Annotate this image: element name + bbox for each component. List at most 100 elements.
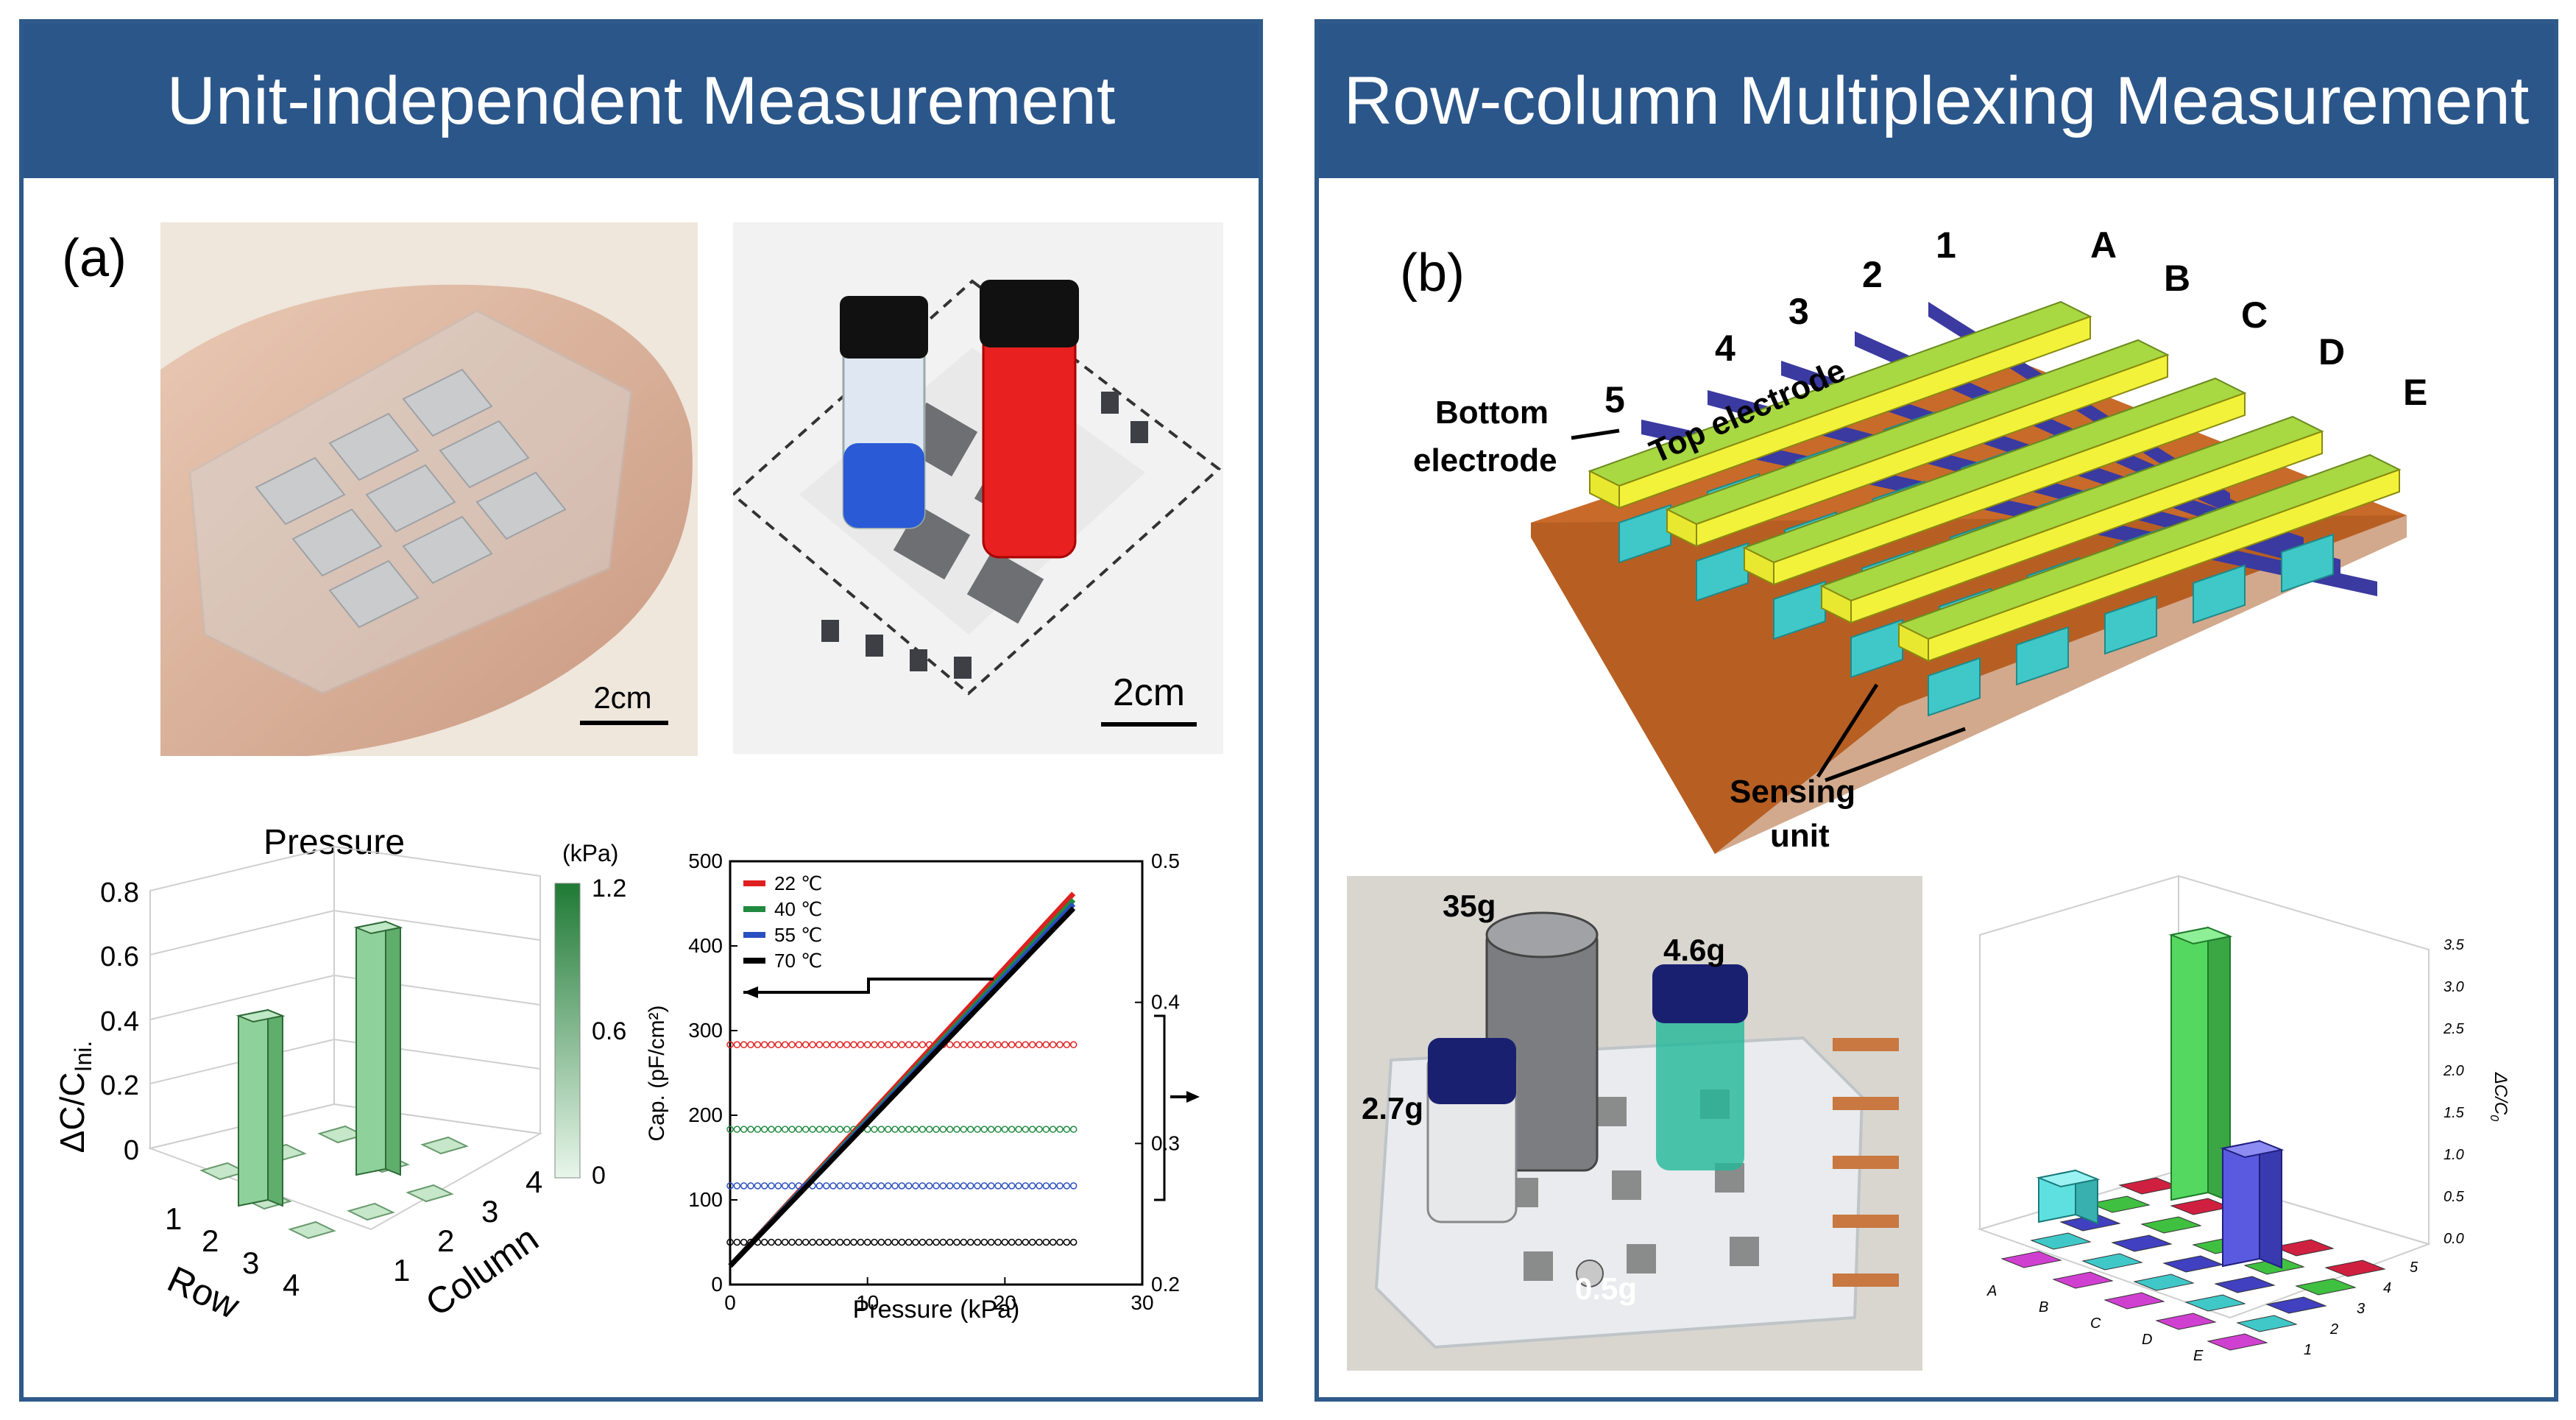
electrode-structure-diagram: A B C D E 1 2 3 4 5 Bottom electrode Top… bbox=[1413, 225, 2427, 854]
cap-ratio-point-0 bbox=[768, 1041, 775, 1048]
bar3d-floor-tile bbox=[2162, 1255, 2224, 1273]
cap-ratio-point-2 bbox=[747, 1182, 754, 1190]
cap-ratio-point-2 bbox=[863, 1182, 871, 1190]
cap-ratio-point-2 bbox=[912, 1182, 919, 1190]
cap-ratio-point-2 bbox=[850, 1182, 857, 1190]
cap-ratio-point-3 bbox=[1069, 1238, 1078, 1246]
cap-ratio-point-1 bbox=[760, 1126, 768, 1133]
cap-ratio-point-0 bbox=[1015, 1041, 1022, 1048]
cap-ratio-point-3 bbox=[863, 1238, 871, 1246]
cap-ratio-point-2 bbox=[905, 1182, 913, 1190]
cap-y2tick-2: 0.4 bbox=[1151, 991, 1180, 1014]
cap-ratio-point-3 bbox=[733, 1238, 741, 1246]
bar3d-floor-tile bbox=[2133, 1274, 2195, 1291]
cap-ratio-point-1 bbox=[891, 1126, 899, 1133]
bar3d-floor-tile bbox=[2000, 1251, 2062, 1268]
bar3d-zlabel: ΔC/C0 bbox=[2488, 1072, 2510, 1121]
photo-weights-sensor: 35g 4.6g 2.7g 0.5g bbox=[1347, 876, 1922, 1371]
bar3d-xtick-3: D bbox=[2142, 1332, 2152, 1348]
cap-ratio-point-1 bbox=[925, 1126, 933, 1133]
cap-ratio-point-1 bbox=[966, 1126, 974, 1133]
bar3d-ytick-3: 4 bbox=[2383, 1280, 2391, 1296]
bar3d-ztick-2: 2.5 bbox=[2443, 1021, 2465, 1037]
bottom-electrode-label-2: electrode bbox=[1413, 442, 1557, 478]
cap-ratio-point-2 bbox=[1001, 1182, 1009, 1190]
colorbar-tick-mid: 0.6 bbox=[592, 1017, 626, 1045]
cap-ratio-point-0 bbox=[953, 1041, 960, 1048]
cap-ratio-point-2 bbox=[925, 1182, 933, 1190]
sensing-cube bbox=[1696, 542, 1749, 602]
pressure-ytick-3: 0.2 bbox=[100, 1070, 139, 1101]
photo-hand-sensor: 2cm bbox=[160, 222, 698, 756]
panel-label-b: (b) bbox=[1400, 244, 1465, 303]
cap-ratio-point-0 bbox=[905, 1041, 913, 1048]
pressure-colorbar bbox=[554, 883, 581, 1179]
cap-ratio-point-1 bbox=[933, 1126, 940, 1133]
cap-ratio-point-0 bbox=[850, 1041, 857, 1048]
cap-ratio-point-0 bbox=[1042, 1041, 1050, 1048]
bar3d-floor-tile bbox=[2118, 1177, 2180, 1195]
cap-ratio-point-0 bbox=[788, 1041, 796, 1048]
cap-ratio-point-1 bbox=[1049, 1126, 1057, 1133]
bar3d-ztick-1: 3.0 bbox=[2444, 979, 2464, 995]
cap-ratio-point-3 bbox=[905, 1238, 913, 1246]
bar3d-ztick-7: 0.0 bbox=[2444, 1231, 2464, 1247]
panel-label-a: (a) bbox=[62, 229, 127, 288]
cap-ratio-point-0 bbox=[960, 1041, 968, 1048]
cap-ratio-point-0 bbox=[898, 1041, 906, 1048]
sensing-cube bbox=[1850, 618, 1903, 679]
cap-ratio-point-1 bbox=[836, 1126, 844, 1133]
cap-ratio-point-2 bbox=[960, 1182, 968, 1190]
bar3d-floor-tile bbox=[2214, 1276, 2276, 1293]
cap-ratio-point-1 bbox=[905, 1126, 913, 1133]
cap-ylabel: Cap. (pF/cm²) bbox=[645, 1005, 669, 1141]
cap-ratio-point-3 bbox=[1049, 1238, 1057, 1246]
sensing-cube bbox=[2016, 626, 2069, 686]
cap-ratio-point-2 bbox=[1049, 1182, 1057, 1190]
cap-ratio-point-2 bbox=[781, 1182, 789, 1190]
pressure-ytick-2: 0.4 bbox=[100, 1006, 139, 1037]
cap-ratio-point-3 bbox=[768, 1238, 775, 1246]
cap-ratio-point-1 bbox=[1008, 1126, 1016, 1133]
cap-ratio-point-1 bbox=[781, 1126, 789, 1133]
cap-ratio-point-1 bbox=[1015, 1126, 1022, 1133]
cap-ratio-point-2 bbox=[1063, 1182, 1071, 1190]
cap-ratio-point-3 bbox=[960, 1238, 968, 1246]
sensing-cube bbox=[1928, 657, 1981, 717]
cap-ratio-point-0 bbox=[1049, 1041, 1057, 1048]
bar3d-tall-green bbox=[2168, 926, 2233, 1203]
cap-ratio-point-0 bbox=[802, 1041, 810, 1048]
col-label-c: C bbox=[2241, 294, 2268, 336]
cap-ratio-point-0 bbox=[760, 1041, 768, 1048]
cap-ratio-point-0 bbox=[980, 1041, 988, 1048]
colorbar-tick-min: 0 bbox=[592, 1162, 606, 1190]
sensing-cube bbox=[2193, 564, 2246, 624]
bar3d-ytick-1: 2 bbox=[2329, 1321, 2338, 1338]
pressure-3d-chart: Pressure ΔC/CIni. 0.8 0.6 0.4 0.2 0 bbox=[54, 823, 626, 1325]
cap-ratio-point-2 bbox=[966, 1182, 974, 1190]
cap-ratio-point-0 bbox=[1056, 1041, 1064, 1048]
bar3d-ztick-3: 2.0 bbox=[2443, 1063, 2464, 1079]
cap-ratio-point-2 bbox=[733, 1182, 741, 1190]
cap-ytick-2: 200 bbox=[688, 1103, 723, 1126]
cap-ratio-point-1 bbox=[754, 1126, 762, 1133]
cap-ytick-1: 100 bbox=[688, 1188, 723, 1211]
cap-ratio-point-0 bbox=[1001, 1041, 1009, 1048]
cap-ratio-point-0 bbox=[857, 1041, 865, 1048]
cap-ratio-point-3 bbox=[822, 1238, 830, 1246]
bar3d-floor-tile bbox=[2273, 1239, 2335, 1257]
cap-ratio-point-1 bbox=[795, 1126, 803, 1133]
cap-ratio-point-2 bbox=[857, 1182, 865, 1190]
cap-ratio-point-2 bbox=[939, 1182, 947, 1190]
cap-ratio-point-2 bbox=[919, 1182, 927, 1190]
weight-label-4-6g: 4.6g bbox=[1663, 933, 1725, 967]
cap-ratio-point-3 bbox=[877, 1238, 885, 1246]
cap-ytick-0: 0 bbox=[711, 1273, 723, 1296]
cap-ratio-point-2 bbox=[754, 1182, 762, 1190]
sensing-cube bbox=[1618, 504, 1671, 564]
top-electrode-bar-4 bbox=[1897, 453, 2402, 717]
cap-ratio-point-1 bbox=[994, 1126, 1002, 1133]
cap-ratio-point-2 bbox=[980, 1182, 988, 1190]
cap-ratio-point-3 bbox=[754, 1238, 762, 1246]
cap-ratio-point-0 bbox=[891, 1041, 899, 1048]
